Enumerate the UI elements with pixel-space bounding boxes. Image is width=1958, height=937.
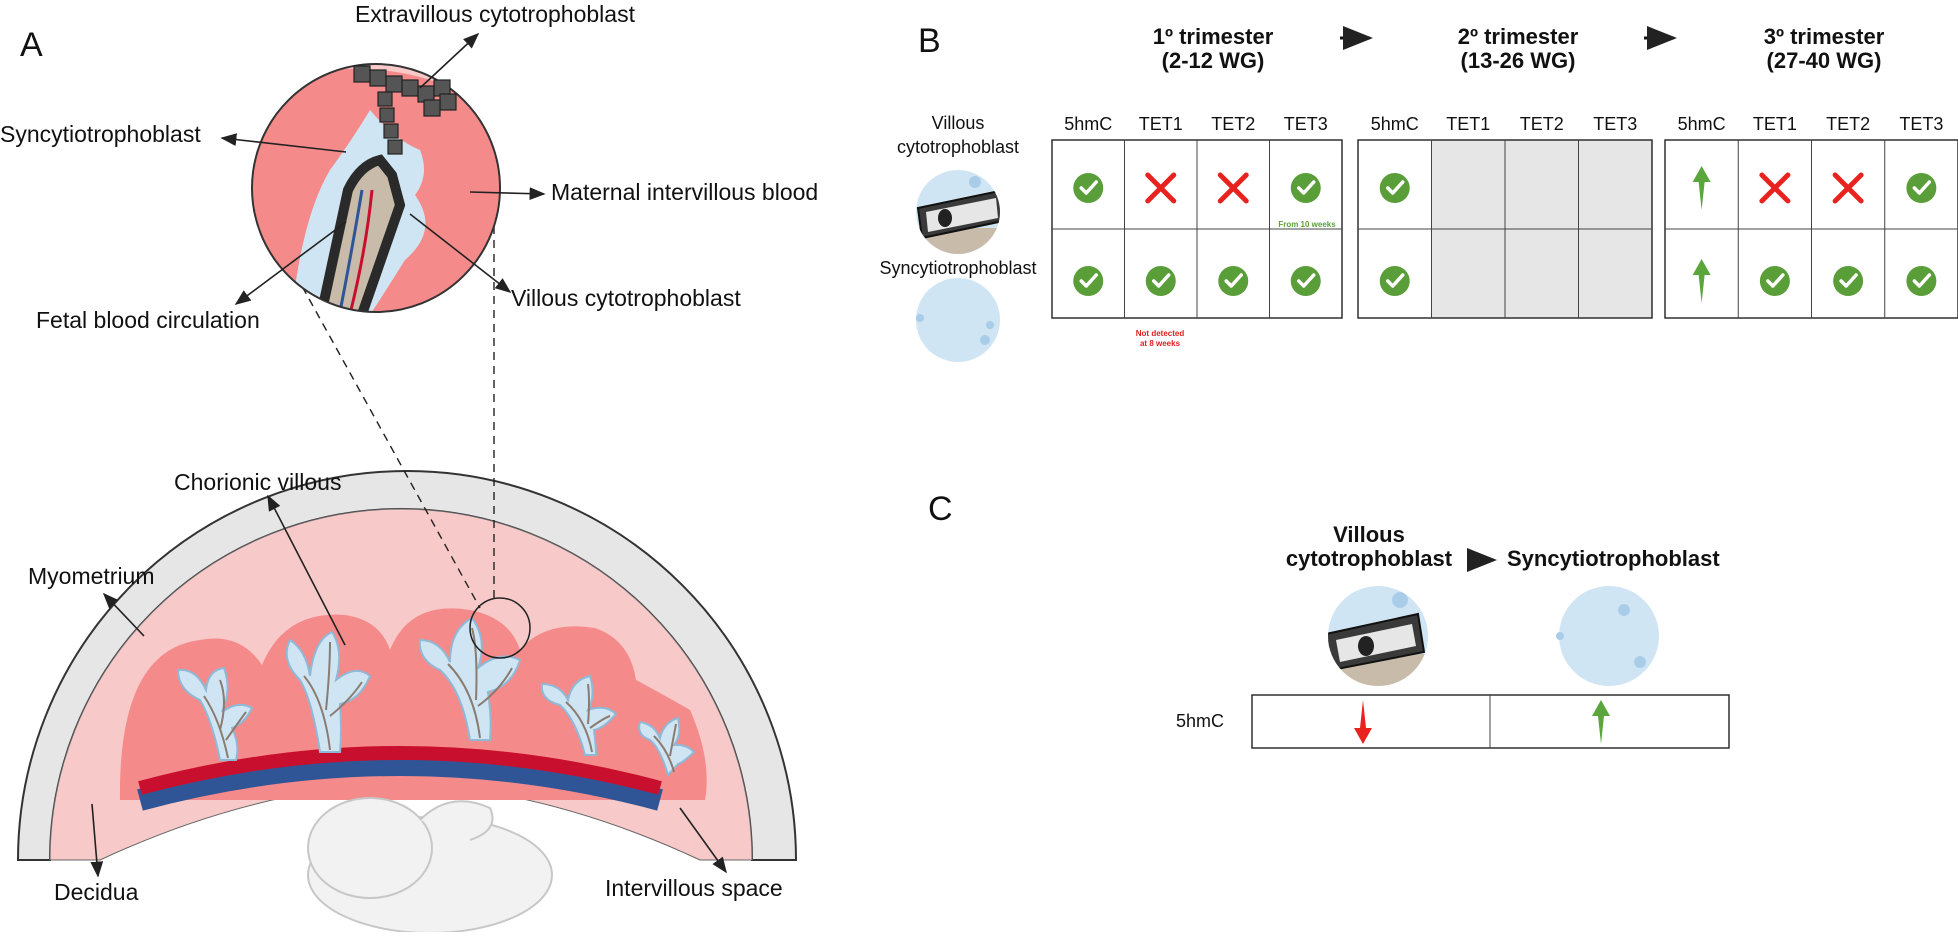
note-not-detected-2: at 8 weeks <box>1140 339 1181 348</box>
cell-check <box>1290 173 1321 203</box>
c-to: Syncytiotrophoblast <box>1507 546 1720 571</box>
arrow-myometrium <box>102 592 145 637</box>
fetus-illustration <box>307 797 553 934</box>
empty-cell <box>1431 229 1505 318</box>
cell-up <box>1692 166 1711 210</box>
zoom-line-left <box>281 249 481 609</box>
column-header-tet1: TET1 <box>1446 114 1490 134</box>
column-header-5hmc: 5hmC <box>1678 114 1726 134</box>
column-header-tet3: TET3 <box>1899 114 1943 134</box>
zoomed-villus <box>251 63 501 313</box>
arrow-decidua <box>90 803 104 878</box>
empty-cell <box>1578 140 1652 229</box>
label-myometrium: Myometrium <box>28 563 155 589</box>
cell-check <box>1833 266 1864 296</box>
label-chorionic: Chorionic villous <box>174 469 341 495</box>
trimester-table-2 <box>1357 139 1653 319</box>
cell-check <box>1145 266 1176 296</box>
label-intervillous: Intervillous space <box>605 875 783 901</box>
arrow-syncytio <box>220 133 347 153</box>
trimester-3-name: 3º trimester <box>1764 24 1885 49</box>
label-syncytio: Syncytiotrophoblast <box>0 121 201 147</box>
c-from-1: Villous <box>1333 522 1405 547</box>
c-cell-up <box>1592 700 1610 744</box>
extravillous-cells <box>353 65 457 155</box>
panel-a-letter: A <box>20 26 43 64</box>
intervillous-space <box>119 608 707 800</box>
uterus-illustration <box>16 470 798 934</box>
cell-up <box>1692 259 1711 303</box>
villous-cell-icon-b <box>916 170 1000 254</box>
label-maternal: Maternal intervillous blood <box>551 179 818 205</box>
c-from-2: cytotrophoblast <box>1286 546 1453 571</box>
syncytio-cell-icon-c <box>1556 586 1659 686</box>
trimester-table-3 <box>1664 139 1958 319</box>
chorionic-plate-blue <box>137 754 663 811</box>
empty-cell <box>1431 140 1505 229</box>
label-villous-cyto: Villous cytotrophoblast <box>511 285 741 311</box>
column-header-5hmc: 5hmC <box>1064 114 1112 134</box>
empty-cell <box>1505 229 1579 318</box>
cell-check <box>1906 173 1937 203</box>
cell-check <box>1290 266 1321 296</box>
arrow-maternal <box>469 187 546 201</box>
column-headers: 5hmC TET1 TET2 TET3 5hmC TET1 TET2 TET3 5hmC TET1… <box>1064 114 1943 134</box>
trimester-1-range: (2-12 WG) <box>1162 48 1265 73</box>
cell-cross <box>1759 172 1791 204</box>
row-label-villous-2: cytotrophoblast <box>897 137 1019 157</box>
note-not-detected-1: Not detected <box>1136 329 1185 338</box>
chorionic-plate-red <box>138 746 662 795</box>
trimester-3-range: (27-40 WG) <box>1767 48 1882 73</box>
column-header-tet1: TET1 <box>1139 114 1183 134</box>
trimester-2-name: 2º trimester <box>1458 24 1579 49</box>
trimester-table-1 <box>1051 139 1343 319</box>
column-header-tet3: TET3 <box>1593 114 1637 134</box>
cell-check <box>1073 173 1104 203</box>
trimester-2-range: (13-26 WG) <box>1461 48 1576 73</box>
column-header-tet2: TET2 <box>1211 114 1255 134</box>
label-extravillous: Extravillous cytotrophoblast <box>355 1 636 27</box>
column-header-tet2: TET2 <box>1520 114 1564 134</box>
c-table-cells <box>1354 700 1610 744</box>
villous-cell-icon-c <box>1328 586 1428 686</box>
column-header-tet2: TET2 <box>1826 114 1870 134</box>
trimester-1-name: 1º trimester <box>1153 24 1274 49</box>
cell-check <box>1759 266 1790 296</box>
arrow-villous-cyto <box>409 213 512 293</box>
c-cell-down <box>1354 700 1372 744</box>
arrow-fetal <box>234 221 347 305</box>
label-decidua: Decidua <box>54 879 139 905</box>
column-header-5hmc: 5hmC <box>1371 114 1419 134</box>
cell-check <box>1073 266 1104 296</box>
note-from-10-weeks: From 10 weeks <box>1278 220 1336 229</box>
label-fetal: Fetal blood circulation <box>36 307 260 333</box>
cell-check <box>1218 266 1249 296</box>
cell-check <box>1379 266 1410 296</box>
syncytio-cell-icon-b <box>916 278 1000 362</box>
arrow-intervillous <box>679 807 727 874</box>
arrow-chorionic <box>267 494 346 646</box>
arrow-extravillous <box>419 32 480 89</box>
cell-cross <box>1832 172 1864 204</box>
row-label-syncytio: Syncytiotrophoblast <box>879 258 1036 278</box>
cell-cross <box>1217 172 1249 204</box>
row-label-villous-1: Villous <box>932 113 985 133</box>
cell-cross <box>1145 172 1177 204</box>
empty-cell <box>1578 229 1652 318</box>
cell-check <box>1906 266 1937 296</box>
expression-tables <box>1051 139 1958 319</box>
villous-cores <box>203 627 677 773</box>
column-header-tet3: TET3 <box>1284 114 1328 134</box>
cell-check <box>1379 173 1410 203</box>
zoom-target-circle <box>469 597 531 659</box>
c-row-label: 5hmC <box>1176 711 1224 731</box>
panel-c-letter: C <box>928 490 953 528</box>
column-header-tet1: TET1 <box>1753 114 1797 134</box>
panel-b-letter: B <box>918 22 941 60</box>
empty-cell <box>1505 140 1579 229</box>
